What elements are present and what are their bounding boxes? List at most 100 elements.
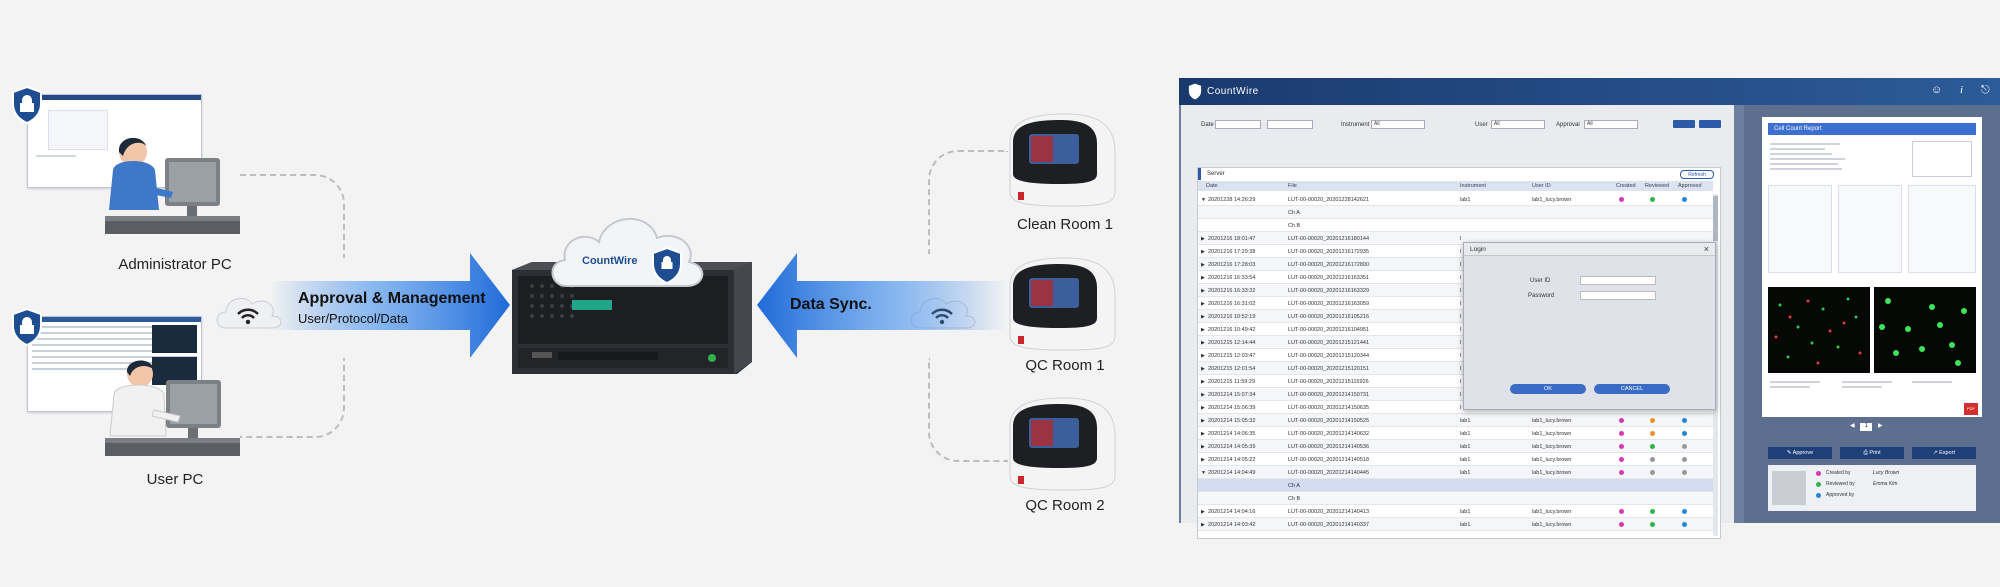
approval-select[interactable]: All [1584, 120, 1638, 129]
table-row[interactable]: Ch B [1198, 492, 1713, 505]
row-file: LUT-00-00020_20201214140337 [1288, 522, 1370, 528]
row-date: 20201228 14:26:29 [1208, 197, 1256, 203]
expand-icon[interactable]: ▶ [1201, 275, 1205, 281]
approve-button[interactable]: ✎ Approve [1768, 447, 1832, 459]
admin-person-illustration [105, 137, 240, 234]
close-icon[interactable]: × [1703, 244, 1709, 254]
row-file: LUT-00-00020_20201214140413 [1288, 509, 1370, 515]
table-row[interactable]: ▶20201214 14:04:16 LUT-00-00020_202012141… [1198, 505, 1713, 518]
row-date: 20201216 10:49:42 [1208, 327, 1256, 333]
expand-icon[interactable]: ▶ [1201, 405, 1205, 411]
expand-icon[interactable]: ▶ [1201, 249, 1205, 255]
row-user: lab1_lucy.brown [1532, 431, 1572, 437]
expand-icon[interactable]: ▶ [1201, 262, 1205, 268]
expand-icon[interactable]: ▶ [1201, 444, 1205, 450]
expand-icon[interactable]: ▶ [1201, 288, 1205, 294]
user-id-input[interactable] [1580, 276, 1656, 285]
expand-icon[interactable]: ▶ [1201, 509, 1205, 515]
table-row[interactable]: ▶20201216 18:01:47 LUT-00-00020_202012161… [1198, 232, 1713, 245]
ok-button[interactable]: OK [1510, 384, 1586, 394]
approval-filter-label: Approval [1556, 122, 1580, 128]
page-number[interactable]: 1 [1860, 423, 1873, 431]
expand-icon[interactable]: ▶ [1201, 314, 1205, 320]
date-to-field[interactable] [1267, 120, 1313, 129]
prev-page-icon[interactable]: ◀ [1850, 423, 1855, 429]
row-user: lab1_lucy.brown [1532, 522, 1572, 528]
expand-icon[interactable]: ▶ [1201, 327, 1205, 333]
room-label-clean-room-1: Clean Room 1 [1017, 216, 1113, 233]
user-select[interactable]: All [1491, 120, 1545, 129]
next-page-icon[interactable]: ▶ [1877, 423, 1883, 429]
row-file: LUT-00-00020_20201214140518 [1288, 457, 1370, 463]
login-dialog: Login × User ID Password OK CANCEL [1463, 242, 1716, 410]
expand-icon[interactable]: ▶ [1201, 353, 1205, 359]
row-file: LUT-00-00020_20201216180144 [1288, 236, 1370, 242]
created-status-dot [1619, 431, 1624, 436]
server-tab[interactable]: Server [1198, 168, 1722, 180]
expand-icon[interactable]: ▶ [1201, 431, 1205, 437]
date-from-field[interactable] [1215, 120, 1261, 129]
col-reviewed[interactable]: Reviewed [1645, 183, 1670, 189]
print-button[interactable]: ⎙ Print [1840, 447, 1904, 459]
expand-open-icon[interactable]: ▼ [1201, 470, 1206, 476]
row-instrument: l [1460, 340, 1462, 346]
row-date: 20201216 18:01:47 [1208, 236, 1256, 242]
expand-icon[interactable]: ▶ [1201, 522, 1205, 528]
user-icon[interactable]: ☺ [1931, 84, 1943, 96]
cancel-button[interactable]: CANCEL [1594, 384, 1670, 394]
col-approved[interactable]: Approved [1678, 183, 1702, 189]
expand-icon[interactable]: ▶ [1201, 418, 1205, 424]
table-row[interactable]: Ch A [1198, 206, 1713, 219]
cell-count-report: Cell Count Report PDF [1762, 117, 1982, 417]
info-icon[interactable]: i [1960, 84, 1964, 96]
export-button[interactable]: ↗ Export [1912, 447, 1976, 459]
row-date: 20201216 16:31:02 [1208, 301, 1256, 307]
refresh-button[interactable]: Refresh [1680, 170, 1714, 179]
expand-icon[interactable]: ▶ [1201, 392, 1205, 398]
expand-open-icon[interactable]: ▼ [1201, 197, 1206, 203]
expand-icon[interactable]: ▶ [1201, 457, 1205, 463]
col-file[interactable]: File [1288, 183, 1297, 189]
cloud-brand-label: CountWire [582, 255, 638, 267]
expand-icon[interactable]: ▶ [1201, 340, 1205, 346]
reviewed-status-dot [1650, 522, 1655, 527]
password-input[interactable] [1580, 291, 1656, 300]
col-created[interactable]: Created [1616, 183, 1636, 189]
data-list-panel: Date Instrument All User All Approval Al… [1181, 105, 1734, 539]
logout-icon[interactable]: ⎋ [1981, 84, 1990, 96]
row-date: 20201214 14:04:16 [1208, 509, 1256, 515]
instrument-select[interactable]: All [1371, 120, 1425, 129]
expand-icon[interactable]: ▶ [1201, 236, 1205, 242]
expand-icon[interactable]: ▶ [1201, 379, 1205, 385]
col-date[interactable]: Date [1206, 183, 1218, 189]
expand-icon[interactable]: ▶ [1201, 366, 1205, 372]
expand-icon[interactable]: ▶ [1201, 301, 1205, 307]
countwire-app-window: CountWire ☺ i ⎋ Date Instrument All User… [1179, 78, 2000, 539]
row-date: 20201214 14:04:49 [1208, 470, 1256, 476]
col-instrument[interactable]: Instrument [1460, 183, 1486, 189]
table-row[interactable]: Ch B [1198, 219, 1713, 232]
instrument-qc-room-1 [1009, 257, 1116, 351]
col-user-id[interactable]: User ID [1532, 183, 1551, 189]
user-pc-label: User PC [146, 471, 204, 488]
search-button[interactable] [1673, 120, 1695, 128]
row-channel: Ch A [1288, 210, 1300, 216]
reset-button[interactable] [1699, 120, 1721, 128]
row-user: lab1_lucy.brown [1532, 457, 1572, 463]
created-label: Created by [1826, 470, 1851, 476]
table-row[interactable]: Ch A [1198, 479, 1713, 492]
